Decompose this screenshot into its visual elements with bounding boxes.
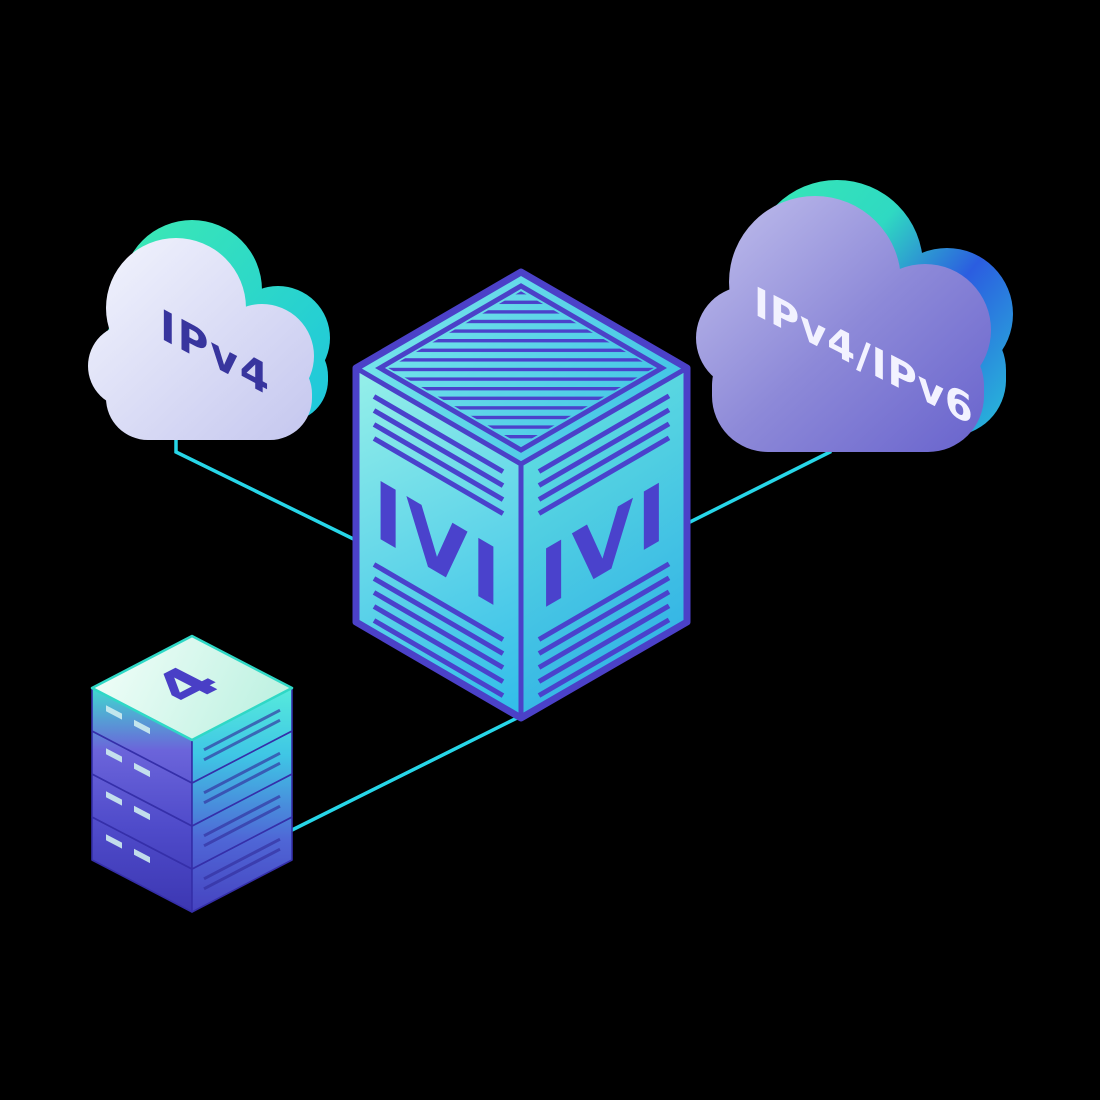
ivi-box-top-stripes: [388, 291, 654, 445]
ivi-box-inner-edges: [354, 365, 689, 718]
server-stack-top-face: [90, 634, 294, 742]
server-stack-right-vents: [203, 708, 281, 891]
cloud-ipv4: IPv4: [88, 220, 330, 440]
ivi-box-top-inner-border: [375, 283, 667, 453]
ivi-translator-box: IVI IVI: [352, 268, 691, 722]
ivi-box-right-face-lines: [537, 393, 671, 698]
server-stack-left-vents: [106, 705, 150, 864]
ivi-box-outline: [352, 268, 691, 722]
ivi-box-left-face-lines: [372, 394, 505, 698]
cloud-dual-stack: IPv4/IPv6: [696, 180, 1013, 452]
server-stack: 4: [90, 634, 294, 913]
connection-server-stack: [281, 714, 522, 837]
